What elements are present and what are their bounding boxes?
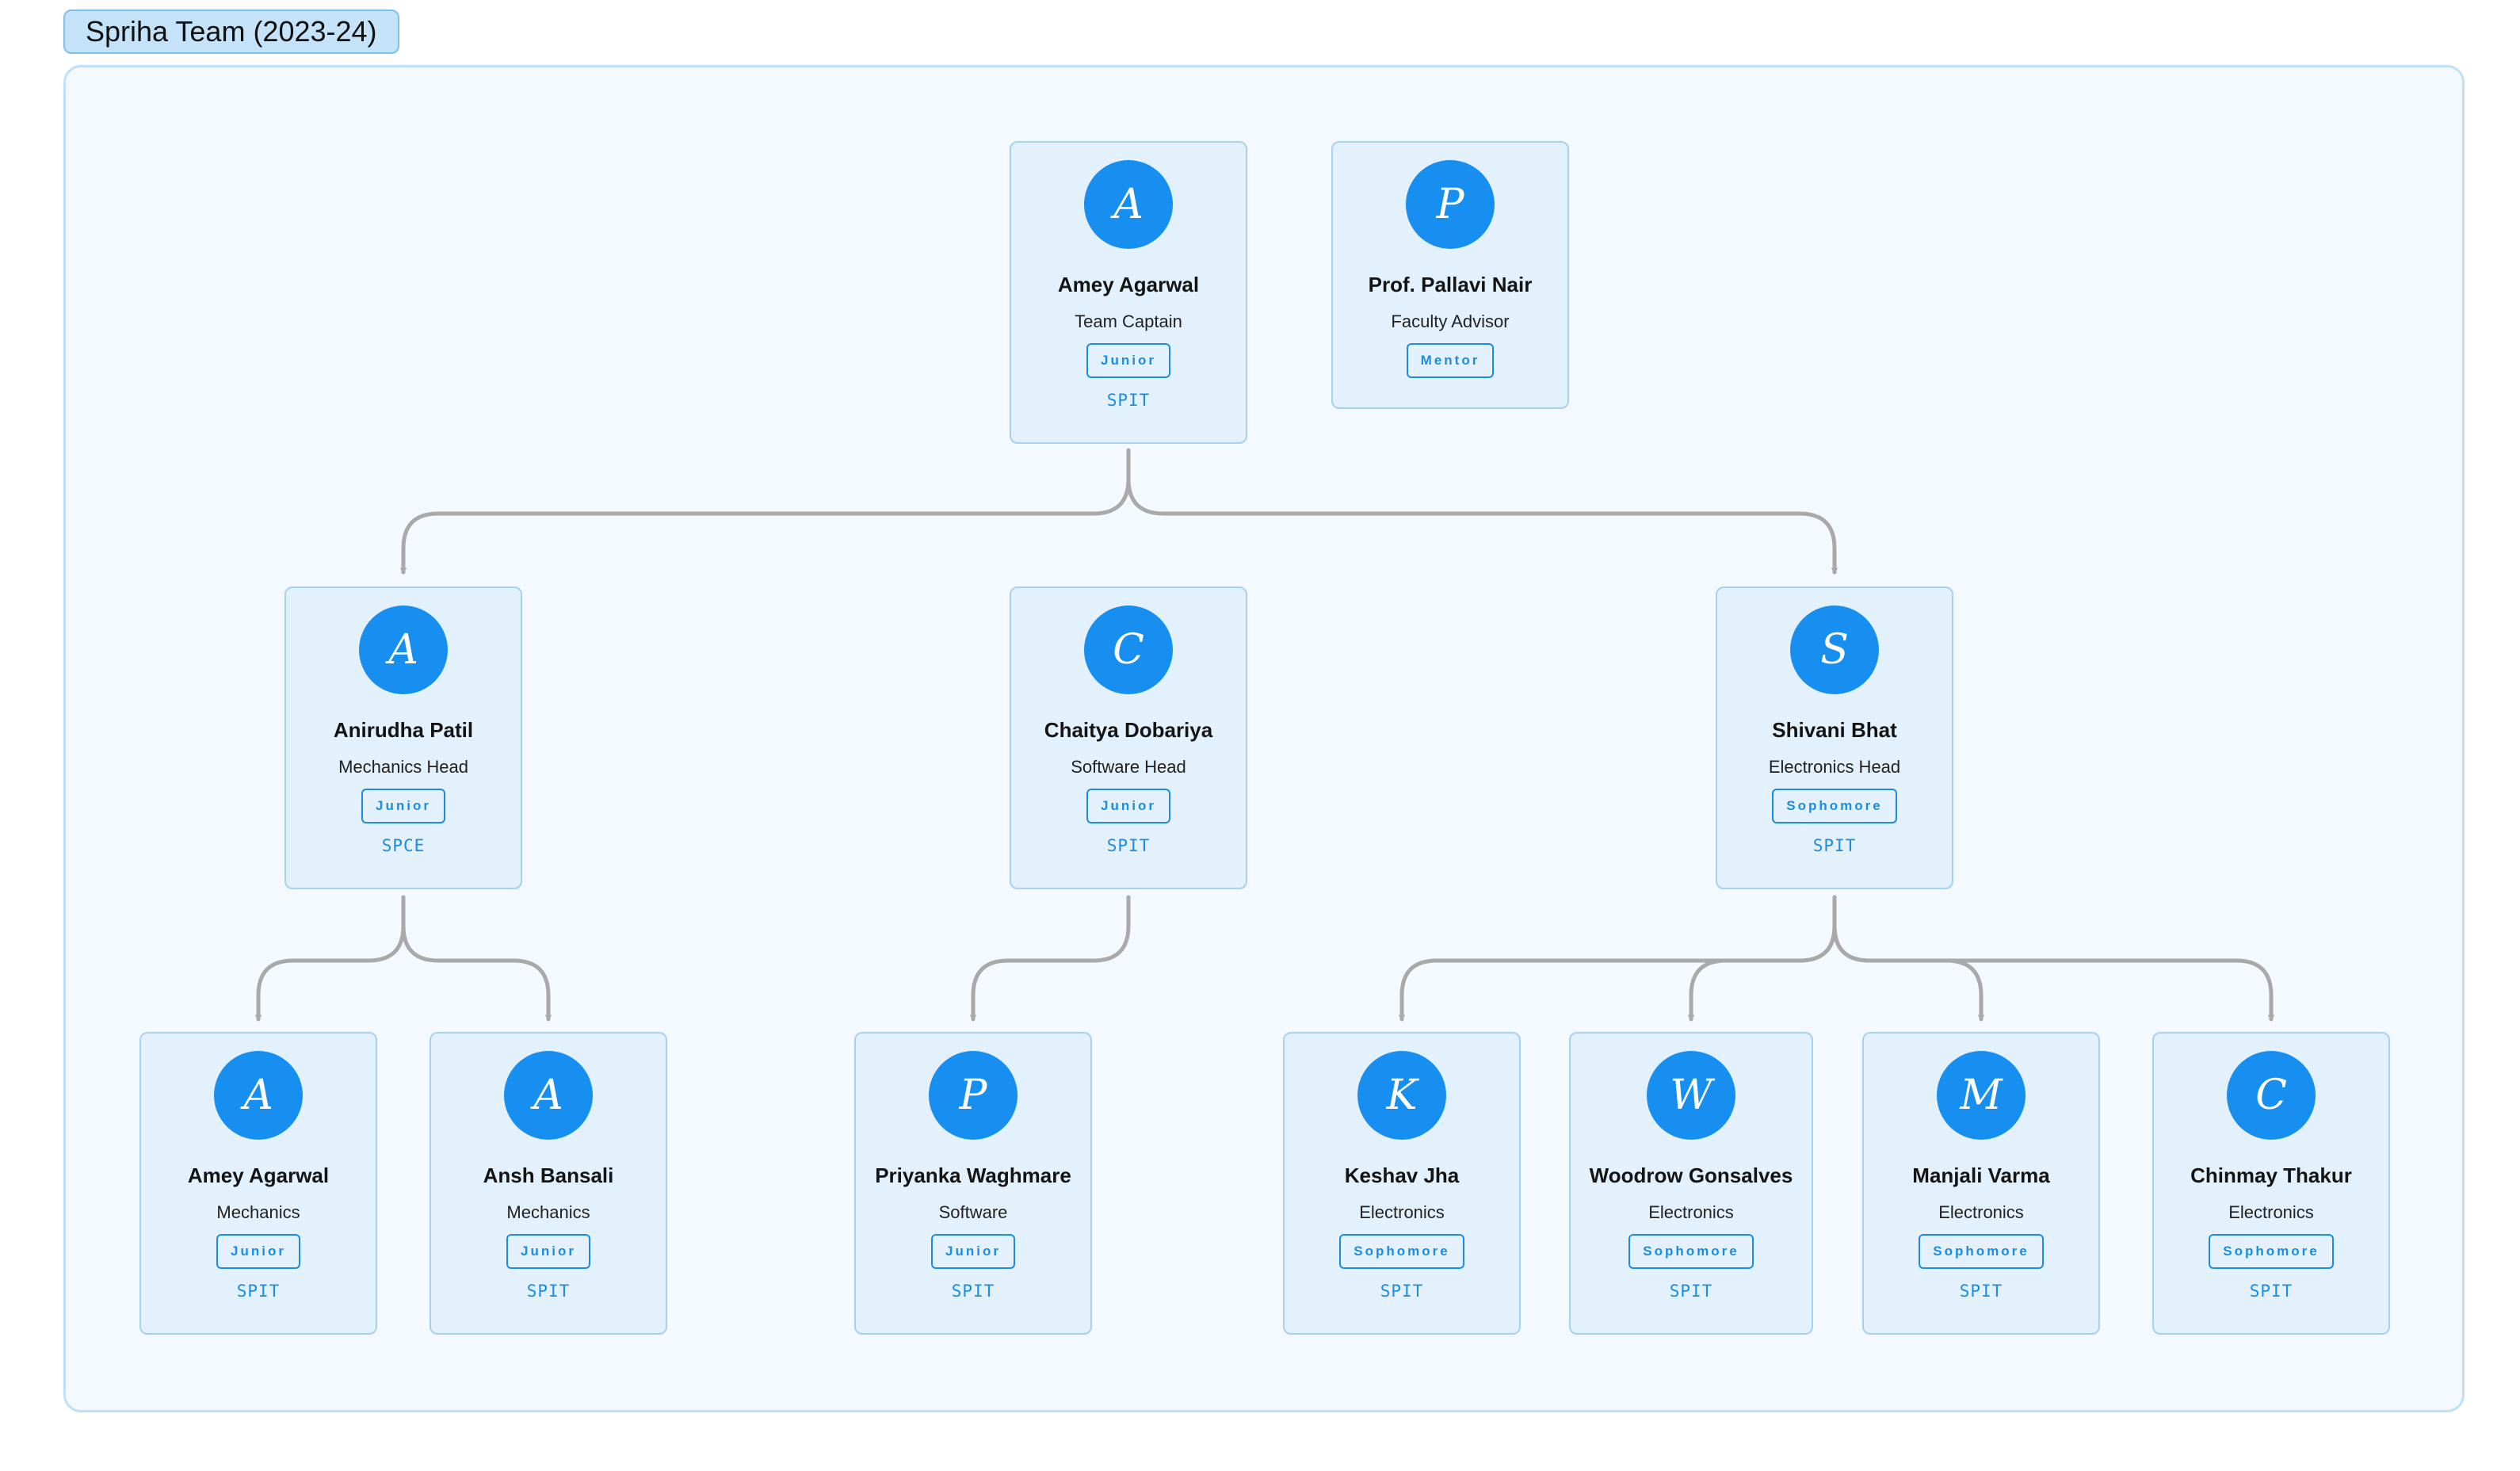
edge-mechanics-head-to-ansh [401,895,552,1022]
member-role: Mechanics [216,1202,300,1222]
avatar: A [214,1051,303,1140]
member-name: Chinmay Thakur [2190,1163,2352,1187]
member-role: Mechanics [506,1202,590,1222]
college-label: SPIT [1812,836,1857,855]
member-name: Woodrow Gonsalves [1589,1163,1793,1187]
college-label: SPIT [1380,1282,1424,1301]
year-badge: Sophomore [1772,789,1897,823]
member-card-faculty-advisor: P Prof. Pallavi Nair Faculty Advisor Men… [1331,141,1569,409]
member-name: Shivani Bhat [1772,718,1897,742]
member-name: Keshav Jha [1344,1163,1460,1187]
diagram-title: Spriha Team (2023-24) [63,10,399,54]
year-badge: Junior [931,1234,1015,1269]
year-badge: Sophomore [1628,1234,1754,1269]
year-badge: Sophomore [1339,1234,1464,1269]
college-label: SPIT [1959,1282,2003,1301]
member-name: Manjali Varma [1912,1163,2050,1187]
avatar: S [1790,606,1879,694]
avatar: P [1406,160,1495,249]
edge-electronics-head-to-woodrow [1687,895,1837,1022]
member-role: Electronics [1359,1202,1445,1222]
avatar: A [359,606,448,694]
member-card-priyanka-waghmare: P Priyanka Waghmare Software Junior SPIT [854,1032,1092,1335]
member-card-team-captain: A Amey Agarwal Team Captain Junior SPIT [1010,141,1247,444]
edge-mechanics-head-to-amey [254,895,406,1022]
member-card-ansh-bansali: A Ansh Bansali Mechanics Junior SPIT [430,1032,667,1335]
college-label: SPIT [1106,391,1151,410]
member-role: Electronics [2228,1202,2314,1222]
avatar: C [1084,606,1173,694]
college-label: SPCE [381,836,426,855]
year-badge: Junior [216,1234,300,1269]
member-name: Anirudha Patil [333,718,474,742]
member-name: Amey Agarwal [187,1163,330,1187]
college-label: SPIT [236,1282,281,1301]
edge-captain-to-mechanics-head [399,448,1131,575]
avatar: A [1084,160,1173,249]
edge-electronics-head-to-chinmay [1832,895,2275,1022]
member-card-manjali-varma: M Manjali Varma Electronics Sophomore SP… [1862,1032,2100,1335]
member-name: Ansh Bansali [483,1163,614,1187]
member-role: Software [938,1202,1008,1222]
year-badge: Sophomore [1919,1234,2044,1269]
year-badge: Junior [1086,343,1170,378]
edge-electronics-head-to-keshav [1398,895,1837,1022]
member-role: Mechanics Head [338,757,468,777]
member-role: Electronics [1938,1202,2024,1222]
member-name: Amey Agarwal [1057,273,1200,296]
member-name: Chaitya Dobariya [1044,718,1213,742]
avatar: P [929,1051,1018,1140]
year-badge: Junior [506,1234,590,1269]
member-name: Prof. Pallavi Nair [1368,273,1533,296]
member-card-mechanics-head: A Anirudha Patil Mechanics Head Junior S… [284,586,522,889]
member-role: Electronics [1648,1202,1734,1222]
member-card-keshav-jha: K Keshav Jha Electronics Sophomore SPIT [1283,1032,1521,1335]
college-label: SPIT [1669,1282,1713,1301]
college-label: SPIT [2249,1282,2293,1301]
member-card-software-head: C Chaitya Dobariya Software Head Junior … [1010,586,1247,889]
edge-software-head-to-priyanka [969,895,1131,1022]
member-name: Priyanka Waghmare [875,1163,1071,1187]
member-role: Software Head [1071,757,1186,777]
avatar: K [1357,1051,1446,1140]
college-label: SPIT [526,1282,571,1301]
year-badge: Sophomore [2209,1234,2334,1269]
college-label: SPIT [951,1282,995,1301]
avatar: C [2227,1051,2316,1140]
avatar: A [504,1051,593,1140]
college-label: SPIT [1106,836,1151,855]
avatar: M [1937,1051,2026,1140]
member-card-amey-agarwal-mechanics: A Amey Agarwal Mechanics Junior SPIT [139,1032,377,1335]
member-card-electronics-head: S Shivani Bhat Electronics Head Sophomor… [1716,586,1953,889]
avatar: W [1647,1051,1735,1140]
member-role: Faculty Advisor [1391,311,1510,331]
member-role: Team Captain [1075,311,1182,331]
member-card-chinmay-thakur: C Chinmay Thakur Electronics Sophomore S… [2152,1032,2390,1335]
member-card-woodrow-gonsalves: W Woodrow Gonsalves Electronics Sophomor… [1569,1032,1813,1335]
year-badge: Junior [1086,789,1170,823]
year-badge: Junior [361,789,445,823]
year-badge: Mentor [1406,343,1495,378]
edge-captain-to-electronics-head [1126,448,1838,575]
member-role: Electronics Head [1768,757,1901,777]
